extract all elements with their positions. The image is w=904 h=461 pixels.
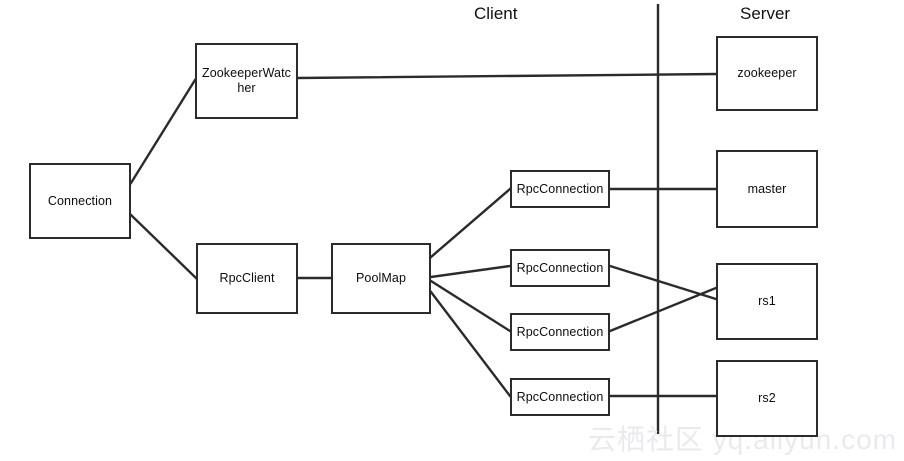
node-connection[interactable]: Connection	[29, 163, 131, 239]
node-label-master: master	[747, 181, 787, 196]
edge-poolmap-to-rpcconn2	[429, 264, 512, 279]
node-label-rpcconn1: RpcConnection	[516, 181, 604, 196]
node-rpcconn2[interactable]: RpcConnection	[510, 249, 610, 287]
zone-title-server: Server	[740, 4, 791, 23]
node-rs1[interactable]: rs1	[716, 263, 818, 340]
node-label-rs2: rs2	[758, 391, 776, 405]
node-label-rpcconn3: RpcConnection	[516, 324, 604, 339]
node-label-rpcconn2: RpcConnection	[516, 260, 604, 275]
edge-rpcconn3-to-rs1	[608, 286, 718, 333]
node-label-rpcconn4: RpcConnection	[516, 389, 604, 404]
edge-zookeeperwatcher-to-zookeeper	[296, 72, 718, 80]
edge-poolmap-to-rpcconn3	[429, 279, 512, 333]
node-poolmap[interactable]: PoolMap	[331, 243, 431, 314]
node-label-zookeeper: zookeeper	[737, 66, 797, 80]
node-label-rpcclient: RpcClient	[219, 271, 275, 285]
node-rpcconn3[interactable]: RpcConnection	[510, 313, 610, 351]
node-zookeeperwatcher[interactable]: ZookeeperWatcher	[195, 43, 298, 119]
node-zookeeper[interactable]: zookeeper	[716, 36, 818, 111]
edge-connection-to-zookeeperwatcher	[129, 78, 197, 185]
node-master[interactable]: master	[716, 150, 818, 228]
edge-connection-to-rpcclient	[129, 213, 198, 280]
node-label-rs1: rs1	[758, 294, 776, 308]
node-label-poolmap: PoolMap	[355, 271, 407, 285]
node-label-connection: Connection	[47, 193, 113, 208]
edge-poolmap-to-rpcconn4	[429, 290, 512, 398]
node-label-zookeeperwatcher: ZookeeperWatcher	[201, 66, 292, 95]
node-rpcconn1[interactable]: RpcConnection	[510, 170, 610, 208]
node-rpcclient[interactable]: RpcClient	[196, 243, 298, 314]
edge-poolmap-to-rpcconn1	[429, 187, 512, 259]
node-rs2[interactable]: rs2	[716, 360, 818, 437]
node-rpcconn4[interactable]: RpcConnection	[510, 378, 610, 416]
zone-title-client: Client	[474, 4, 518, 23]
edge-rpcconn2-to-rs1	[608, 264, 718, 301]
